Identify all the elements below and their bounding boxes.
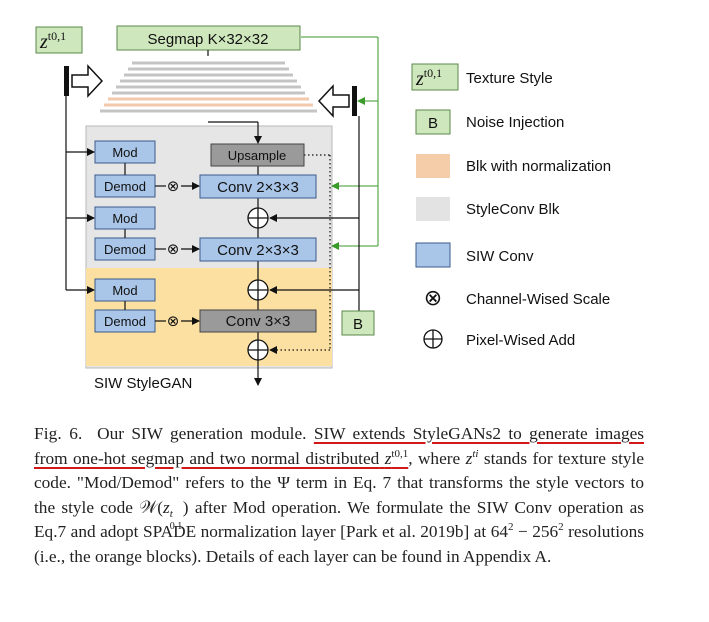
figure-caption: Fig. 6. Our SIW generation module. SIW e… bbox=[34, 424, 645, 566]
legend-noise-swatch-text: B bbox=[428, 115, 438, 132]
legend-noise-text: Noise Injection bbox=[466, 114, 564, 131]
legend-styleconv-text: StyleConv Blk bbox=[466, 201, 560, 218]
caption-text-5: resolutions (i.e., the orange blocks). D… bbox=[34, 522, 644, 566]
legend-siwconv-text: SIW Conv bbox=[466, 248, 534, 265]
noise-box bbox=[341, 310, 375, 336]
siw-generation-diagram: Segmap K×32×32 zt0,1 bbox=[35, 25, 611, 392]
legend-texture-swatch bbox=[411, 63, 459, 91]
z-style-label: zt0,1 bbox=[39, 29, 66, 53]
mod-label-2: Mod bbox=[112, 211, 137, 226]
caption-text-3: stands for texture style code. "Mod/Demo… bbox=[34, 448, 644, 517]
segmap-box bbox=[116, 25, 301, 51]
caption-text-4: after Mod operation. We formulate the SI… bbox=[34, 497, 645, 542]
legend-norm-text: Blk with normalization bbox=[466, 158, 611, 175]
legend-add-text: Pixel-Wised Add bbox=[466, 332, 575, 349]
caption-label: Fig. 6. bbox=[34, 424, 83, 443]
legend-noise-swatch bbox=[415, 109, 451, 135]
conv-box-2 bbox=[199, 237, 317, 262]
legend-siwconv-swatch bbox=[415, 242, 451, 268]
legend-scale-icon: ⊗ bbox=[424, 285, 442, 310]
skip-dotted-line bbox=[269, 154, 331, 354]
legend-scale-text: Channel-Wised Scale bbox=[466, 291, 610, 308]
legend-norm-swatch bbox=[416, 154, 450, 178]
mod-label-3: Mod bbox=[112, 283, 137, 298]
caption-underlined: SIW extends StyleGANs2 to generate image… bbox=[34, 424, 644, 468]
legend-texture-symbol: zt0,1 bbox=[415, 66, 442, 90]
scale-symbol-1: ⊗ bbox=[167, 178, 180, 195]
upsample-box bbox=[210, 143, 305, 167]
demod-label-2: Demod bbox=[104, 242, 146, 257]
conv-label-2: Conv 2×3×3 bbox=[217, 242, 299, 259]
conv-label-3: Conv 3×3 bbox=[226, 313, 291, 330]
conv-box-1 bbox=[199, 174, 317, 199]
conv-box-3 bbox=[199, 309, 317, 333]
legend-styleconv-swatch bbox=[416, 197, 450, 221]
caption-text-1: Our SIW generation module. bbox=[97, 424, 307, 443]
main-flow bbox=[207, 50, 262, 386]
upsample-label: Upsample bbox=[228, 148, 287, 163]
demod-label-1: Demod bbox=[104, 179, 146, 194]
legend: zt0,1 Texture Style B Noise Injection Bl… bbox=[411, 63, 611, 349]
big-arrow-right bbox=[64, 64, 104, 98]
mod-label-1: Mod bbox=[112, 145, 137, 160]
caption-text-2: , where bbox=[408, 448, 461, 468]
layer-stack bbox=[100, 61, 317, 113]
noise-label: B bbox=[353, 316, 363, 333]
segmap-label: Segmap K×32×32 bbox=[148, 31, 269, 48]
demod-label-3: Demod bbox=[104, 314, 146, 329]
legend-texture-text: Texture Style bbox=[466, 70, 553, 87]
module-label: SIW StyleGAN bbox=[94, 375, 192, 392]
scale-symbol-3: ⊗ bbox=[167, 313, 180, 330]
mod-input-lines bbox=[65, 96, 95, 294]
scale-symbol-2: ⊗ bbox=[167, 241, 180, 258]
conv-label-1: Conv 2×3×3 bbox=[217, 179, 299, 196]
z-style-box bbox=[35, 26, 83, 54]
big-arrow-left bbox=[317, 84, 357, 118]
style-lines bbox=[301, 36, 379, 250]
noise-lines bbox=[269, 116, 360, 311]
